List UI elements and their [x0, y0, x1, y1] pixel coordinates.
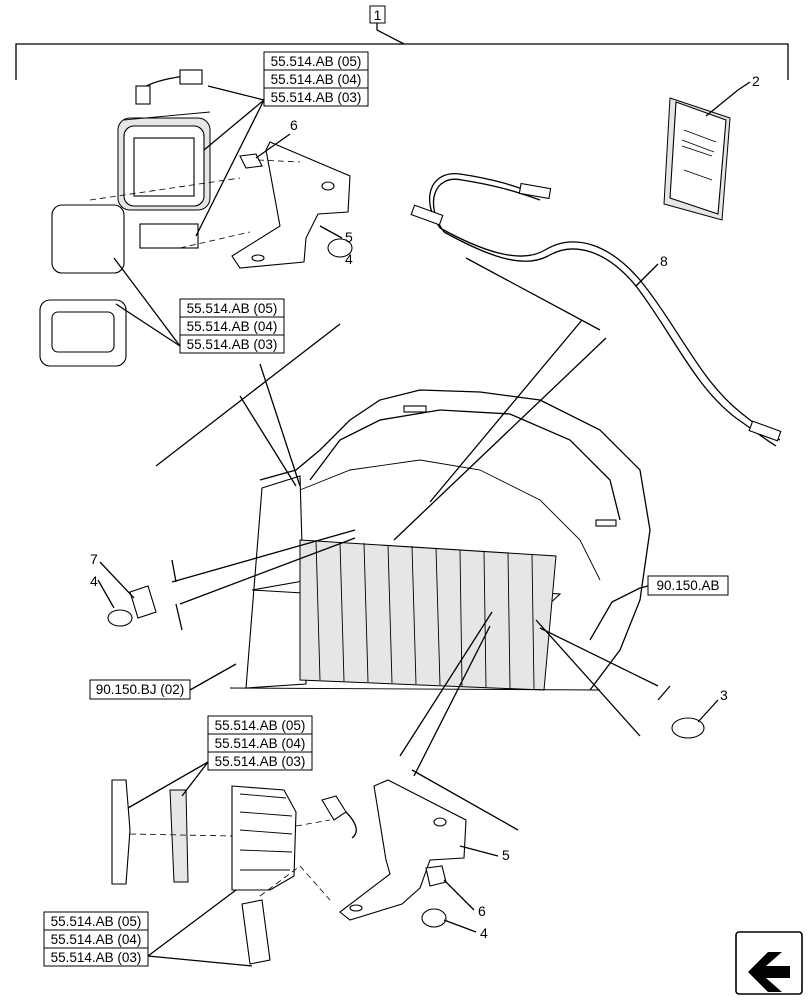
- item-2-label: 2: [752, 73, 760, 89]
- reference-link[interactable]: 55.514.AB (04): [187, 319, 278, 334]
- item-4-left-label: 4: [90, 573, 98, 589]
- reference-group-upper-right: 55.514.AB (05) 55.514.AB (04) 55.514.AB …: [195, 51, 369, 237]
- wiring-harness: [410, 173, 782, 447]
- reference-link[interactable]: 55.514.AB (03): [271, 90, 362, 105]
- grille-panel: [299, 539, 557, 691]
- reference-link[interactable]: 55.514.AB (03): [51, 950, 142, 965]
- assembly-number: 1: [374, 7, 382, 23]
- item-4-upper-label: 4: [345, 251, 353, 267]
- reference-link[interactable]: 90.150.BJ (02): [96, 682, 185, 697]
- reference-frame: 90.150.BJ (02): [89, 663, 237, 700]
- work-lamp-lower: [111, 779, 357, 965]
- reference-link[interactable]: 55.514.AB (05): [187, 301, 278, 316]
- mounting-bracket-lower: [339, 779, 467, 928]
- reference-link[interactable]: 55.514.AB (03): [187, 337, 278, 352]
- item-4-lower-label: 4: [480, 925, 488, 941]
- reference-group-bottom-left: 55.514.AB (05) 55.514.AB (04) 55.514.AB …: [43, 889, 253, 967]
- item-8-label: 8: [660, 253, 668, 269]
- reference-link[interactable]: 55.514.AB (04): [215, 736, 306, 751]
- assembly-bracket: 1: [15, 5, 789, 80]
- reference-link[interactable]: 55.514.AB (04): [271, 72, 362, 87]
- item-6-lower-label: 6: [478, 903, 486, 919]
- reference-link[interactable]: 55.514.AB (05): [271, 54, 362, 69]
- reference-link[interactable]: 55.514.AB (04): [51, 932, 142, 947]
- item-6-upper-label: 6: [290, 117, 298, 133]
- operator-manual: [663, 97, 731, 221]
- reference-link[interactable]: 55.514.AB (03): [215, 754, 306, 769]
- item-3-label: 3: [720, 687, 728, 703]
- item-7-label: 7: [90, 551, 98, 567]
- item-5-upper-label: 5: [345, 229, 353, 245]
- cab-structure: [229, 389, 651, 691]
- leader-lines: [155, 257, 671, 831]
- mounting-bracket-upper: [231, 141, 353, 269]
- clip-and-plug-left: [107, 585, 157, 627]
- work-lamp-upper: [39, 69, 251, 367]
- reference-cab: 90.150.AB: [611, 575, 729, 603]
- item-callouts: 2 3 4 4 4 5 5 6 6 7 8: [90, 73, 760, 941]
- item-5-lower-label: 5: [502, 847, 510, 863]
- reference-group-middle-left: 55.514.AB (05) 55.514.AB (04) 55.514.AB …: [113, 257, 285, 354]
- reference-group-lower-middle: 55.514.AB (05) 55.514.AB (04) 55.514.AB …: [127, 715, 313, 809]
- reference-link[interactable]: 90.150.AB: [656, 578, 719, 593]
- cap-plug: [671, 717, 705, 739]
- reference-link[interactable]: 55.514.AB (05): [51, 914, 142, 929]
- next-page-arrow-icon[interactable]: [735, 931, 803, 995]
- reference-link[interactable]: 55.514.AB (05): [215, 718, 306, 733]
